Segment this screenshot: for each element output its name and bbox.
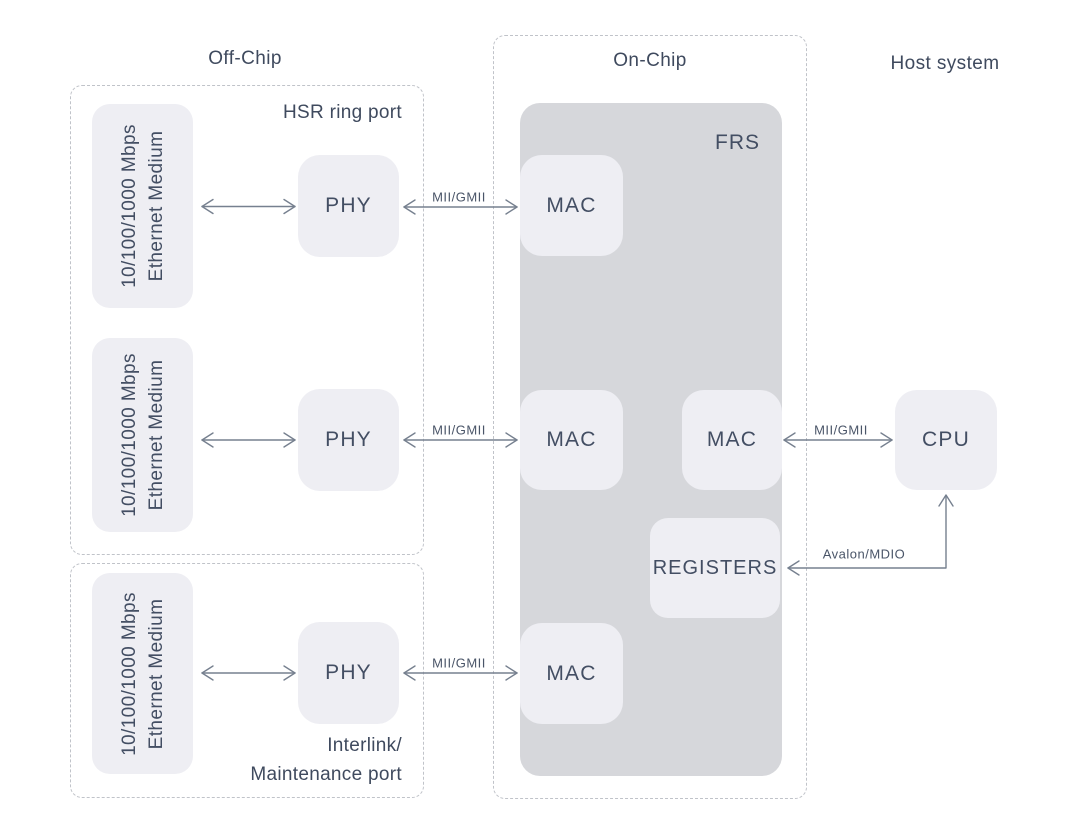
registers-block: REGISTERS [650,518,780,618]
frs-label: FRS [715,131,760,154]
interlink-label-line2: Maintenance port [250,764,402,785]
arrow-phy1-mac1 [403,199,518,215]
mac-block-1: MAC [520,155,623,256]
arrow-eth1-phy1 [201,198,296,215]
hsr-ring-port-group-box [70,85,424,555]
hsr-ring-port-label: HSR ring port [283,102,402,123]
arrow-eth2-phy2 [201,432,296,448]
ethernet-medium-block-3: 10/100/1000 Mbps Ethernet Medium [92,573,193,774]
arrow-phy3-mac3 [403,665,518,681]
mac-block-host: MAC [682,390,782,490]
on-chip-section-title: On-Chip [613,50,687,71]
avalon-mdio-label: Avalon/MDIO [822,546,906,562]
on-chip-group-box [493,35,807,799]
mii-gmii-label-cpu: MII/GMII [814,422,868,438]
phy-block-1: PHY [298,155,399,257]
ethernet-medium-block-2: 10/100/1000 Mbps Ethernet Medium [92,338,193,532]
phy-block-3: PHY [298,622,399,724]
host-system-section-title: Host system [890,53,1000,74]
cpu-block: CPU [895,390,997,490]
interlink-maintenance-group-box [70,563,424,798]
mac-block-2: MAC [520,390,623,490]
arrow-mac-cpu [783,432,893,448]
phy-block-2: PHY [298,389,399,491]
mii-gmii-label-3: MII/GMII [432,655,486,671]
mii-gmii-label-1: MII/GMII [432,189,486,205]
arrow-phy2-mac2 [403,432,518,448]
interlink-maintenance-port-label: Interlink/ Maintenance port [161,731,402,789]
arrow-eth3-phy3 [201,665,296,681]
mac-block-3: MAC [520,623,623,724]
interlink-label-line1: Interlink/ [327,735,402,756]
mii-gmii-label-2: MII/GMII [432,422,486,438]
ethernet-medium-block-1: 10/100/1000 Mbps Ethernet Medium [92,104,193,308]
off-chip-section-title: Off-Chip [208,48,282,69]
arrow-cpu-registers [787,494,954,576]
